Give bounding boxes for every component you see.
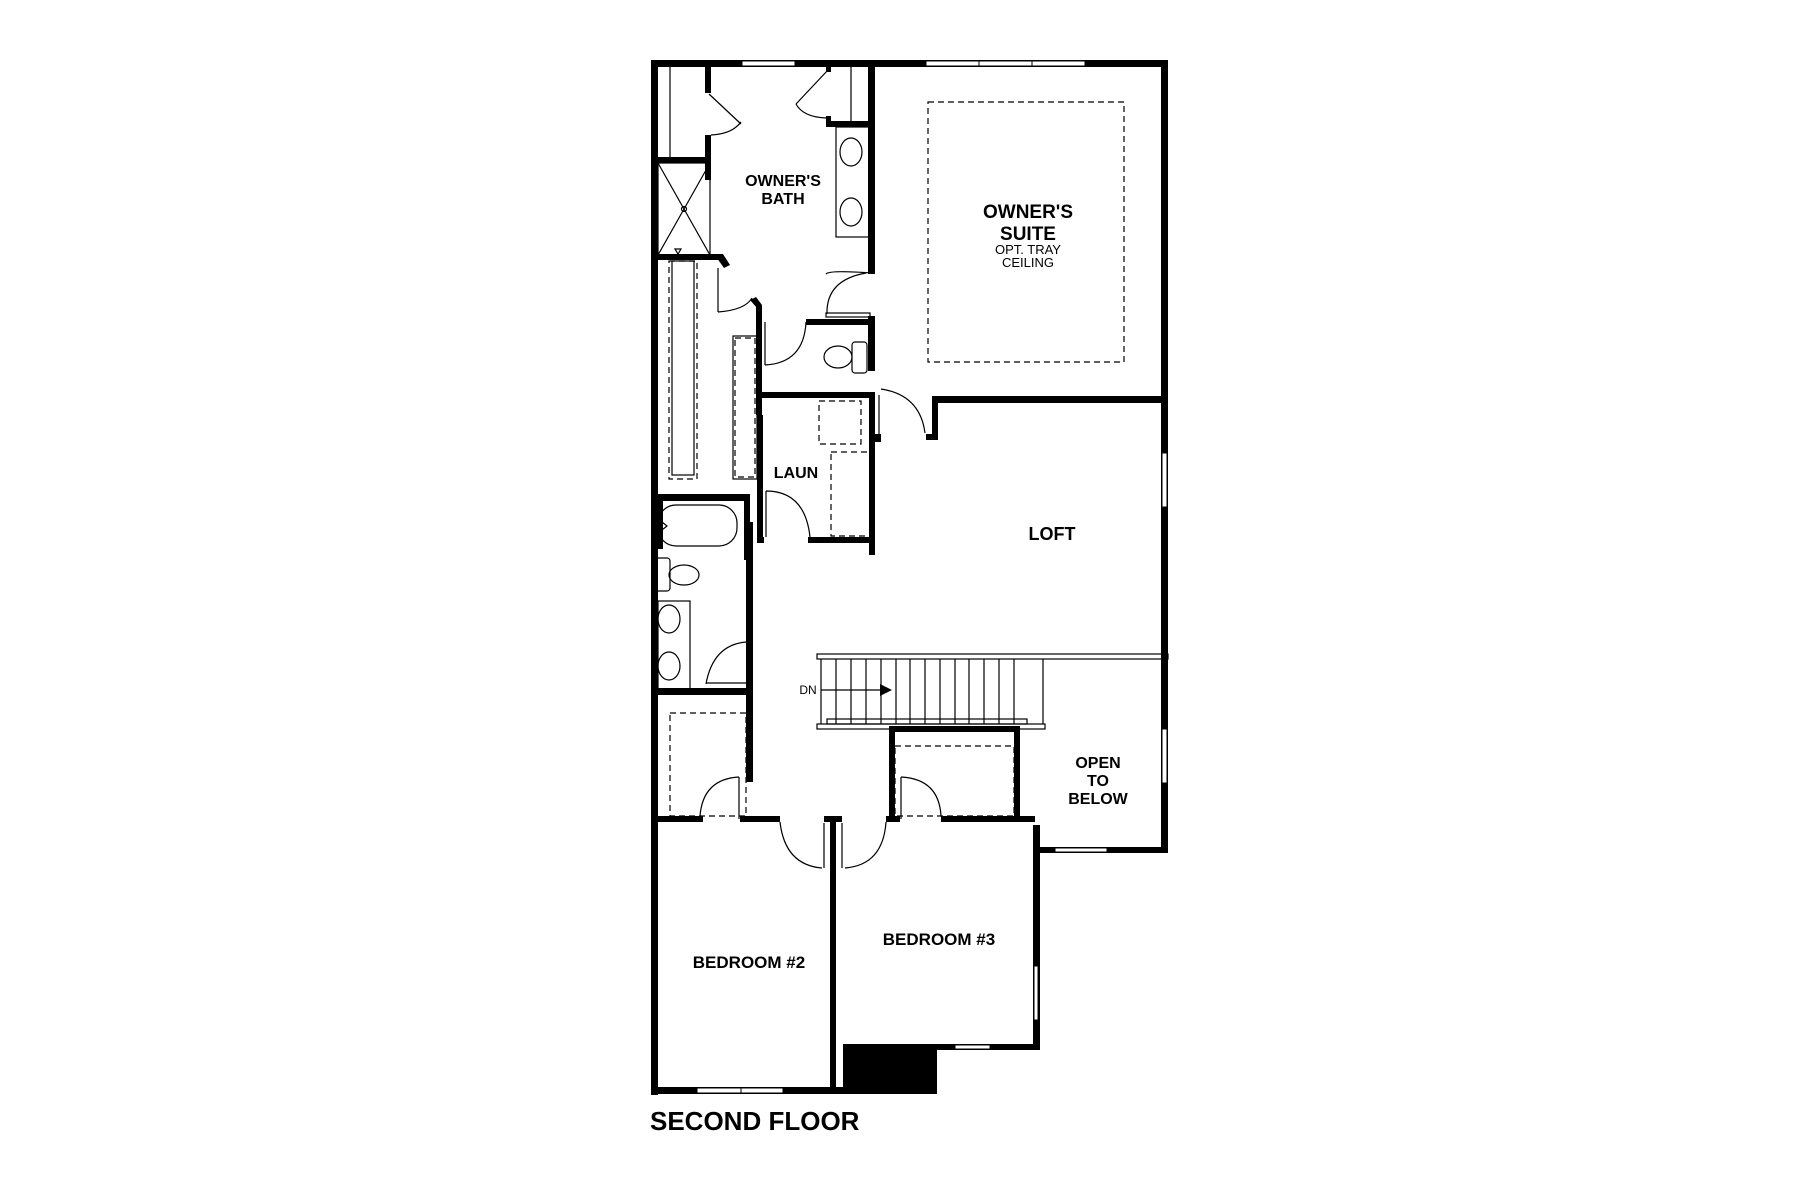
- loft-label: LOFT: [1029, 524, 1076, 544]
- stair-treads: [820, 659, 1044, 724]
- windows: [696, 60, 1168, 1094]
- open-to-below-label-2: TO: [1087, 773, 1109, 790]
- open-to-below-label-3: BELOW: [1068, 791, 1128, 808]
- staircase: DN: [799, 653, 1169, 730]
- fixtures: [654, 67, 1125, 817]
- owners-bath-label-2: BATH: [761, 191, 804, 208]
- owners-suite-label-2: SUITE: [1000, 224, 1056, 245]
- owners-suite-label-1: OWNER'S: [983, 202, 1073, 223]
- floor-title: SECOND FLOOR: [650, 1106, 860, 1136]
- open-to-below-label-1: OPEN: [1075, 755, 1120, 772]
- stair-direction-label: DN: [799, 683, 816, 697]
- double-vanity: [835, 126, 870, 238]
- shower: [657, 162, 711, 256]
- owners-bath-label-1: OWNER'S: [745, 173, 821, 190]
- tray-ceiling-outline: [927, 101, 1125, 363]
- interior-walls: [651, 60, 1168, 1090]
- laundry-label: LAUN: [774, 465, 818, 482]
- owners-suite-note-1: OPT. TRAY: [995, 242, 1061, 257]
- arrow-right-icon: [880, 684, 892, 696]
- room-labels: OWNER'S BATH OWNER'S SUITE OPT. TRAY CEI…: [693, 173, 1129, 972]
- owners-suite-note-2: CEILING: [1002, 255, 1054, 270]
- doors: [699, 69, 942, 869]
- bedroom-2-label: BEDROOM #2: [693, 953, 805, 972]
- bedroom-3-label: BEDROOM #3: [883, 930, 995, 949]
